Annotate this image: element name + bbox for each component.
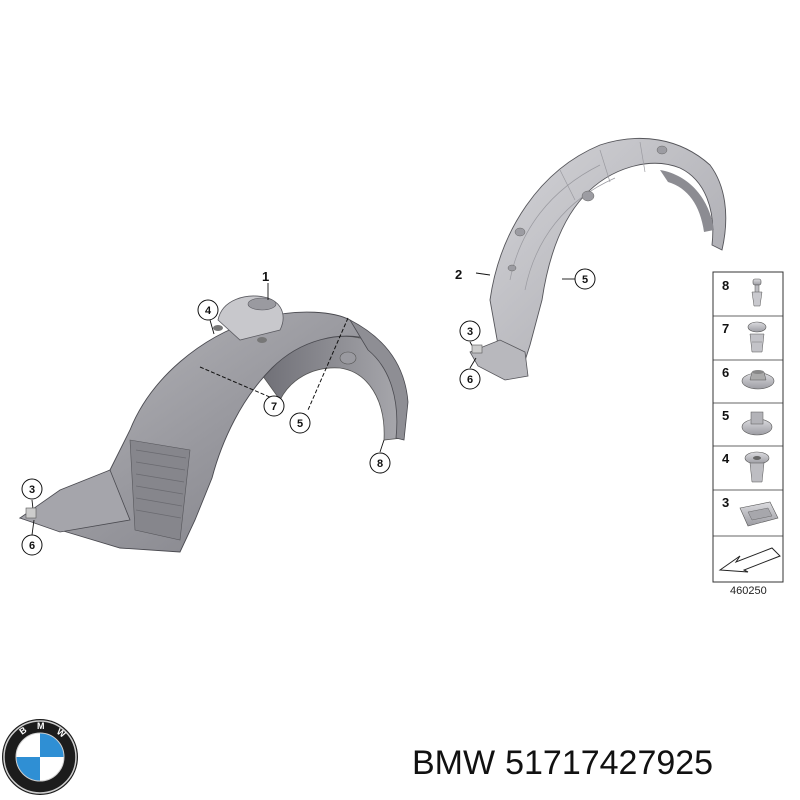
liner-left-rim	[348, 319, 409, 441]
svg-text:8: 8	[377, 458, 383, 470]
liner-right-inner	[660, 170, 714, 232]
callout-right-6: 6	[459, 368, 481, 390]
hex-nut-icon	[741, 411, 773, 436]
legend-num-8: 8	[722, 278, 729, 293]
svg-text:M: M	[37, 721, 45, 731]
wheel-arch-liner-left	[18, 295, 409, 553]
svg-text:7: 7	[271, 401, 277, 413]
svg-text:3: 3	[467, 326, 473, 338]
liner-right-bracket	[469, 339, 529, 381]
callout-left-6: 6	[21, 534, 43, 556]
flange-nut-icon	[741, 370, 775, 390]
svg-text:4: 4	[205, 305, 212, 317]
legend-num-5: 5	[722, 408, 729, 423]
grommet-icon	[744, 451, 770, 483]
svg-text:3: 3	[29, 484, 35, 496]
clip-nut-icon	[739, 501, 779, 527]
legend-num-6: 6	[722, 365, 729, 380]
push-rivet-icon	[751, 278, 763, 307]
callout-left-4: 4	[197, 299, 219, 321]
liner-left-flap	[19, 469, 131, 533]
parts-legend: 8 7 6 5 4 3	[712, 271, 784, 583]
callout-right-3: 3	[459, 320, 481, 342]
callout-left-7: 7	[263, 395, 285, 417]
callout-right-5: 5	[574, 268, 596, 290]
legend-num-3: 3	[722, 495, 729, 510]
legend-num-4: 4	[722, 451, 730, 466]
callout-left-5: 5	[289, 412, 311, 434]
svg-text:B: B	[17, 724, 28, 736]
svg-text:6: 6	[29, 540, 35, 552]
brand-name: BMW	[412, 744, 496, 782]
part-label-2: 2	[455, 267, 462, 282]
reference-number: 460250	[730, 585, 767, 597]
callout-left-8: 8	[369, 452, 391, 474]
wheel-arch-liner-right	[469, 137, 727, 381]
bmw-logo: B M W	[2, 719, 78, 795]
part-label-1: 1	[262, 269, 269, 284]
arrow-icon	[718, 547, 781, 573]
svg-text:5: 5	[582, 274, 588, 286]
svg-text:6: 6	[467, 374, 473, 386]
svg-text:5: 5	[297, 418, 303, 430]
expanding-rivet-icon	[747, 321, 767, 353]
part-number: 51717427925	[505, 744, 714, 782]
legend-num-7: 7	[722, 321, 729, 336]
callout-left-3: 3	[21, 478, 43, 500]
liner-right-body	[489, 137, 727, 371]
